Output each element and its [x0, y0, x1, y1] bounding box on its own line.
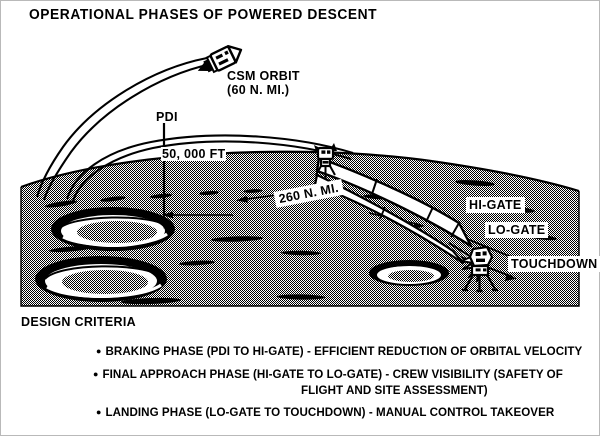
criteria-item-final-approach-phase: ●FINAL APPROACH PHASE (HI-GATE TO LO-GAT… — [93, 368, 563, 381]
label-pdi: PDI — [156, 110, 178, 124]
approach-band — [313, 173, 465, 265]
pdi-leader-line — [160, 123, 168, 229]
bullet-icon: ● — [96, 345, 102, 356]
criteria-item-braking-phase: ●BRAKING PHASE (PDI TO HI-GATE) - EFFICI… — [96, 345, 582, 358]
criteria-item-landing-phase: ●LANDING PHASE (LO-GATE TO TOUCHDOWN) - … — [96, 406, 554, 419]
criteria-item-text: BRAKING PHASE (PDI TO HI-GATE) - EFFICIE… — [105, 345, 583, 358]
diagram-artwork — [1, 1, 600, 311]
label-touchdown: TOUCHDOWN — [508, 256, 600, 272]
criteria-item-final-approach-continuation: FLIGHT AND SITE ASSESSMENT) — [301, 384, 488, 397]
lunar-module-landed-icon — [448, 242, 498, 293]
label-csm-altitude: (60 N. MI.) — [227, 83, 290, 97]
lunar-module-icon — [314, 143, 337, 178]
crater-right — [369, 260, 449, 286]
csm-spacecraft-icon — [197, 44, 243, 74]
criteria-item-text: FINAL APPROACH PHASE (HI-GATE TO LO-GATE… — [102, 368, 563, 381]
page-title: OPERATIONAL PHASES OF POWERED DESCENT — [29, 7, 378, 23]
label-csm-orbit: CSM ORBIT — [227, 69, 300, 83]
label-altitude: 50, 000 FT — [161, 147, 227, 161]
bullet-icon: ● — [93, 368, 99, 379]
label-hi-gate: HI-GATE — [466, 197, 525, 213]
crater-large-upper — [51, 207, 175, 251]
lunar-surface — [20, 150, 580, 307]
crater-large-lower — [35, 256, 167, 302]
csm-orbit-path — [35, 56, 212, 201]
label-lo-gate: LO-GATE — [485, 222, 549, 238]
design-criteria-heading: DESIGN CRITERIA — [21, 315, 136, 329]
powered-descent-band — [315, 156, 473, 248]
criteria-item-text: LANDING PHASE (LO-GATE TO TOUCHDOWN) - M… — [105, 406, 555, 419]
altitude-arrow — [162, 211, 233, 219]
bullet-icon: ● — [96, 406, 102, 417]
transfer-orbit-path — [65, 134, 354, 202]
